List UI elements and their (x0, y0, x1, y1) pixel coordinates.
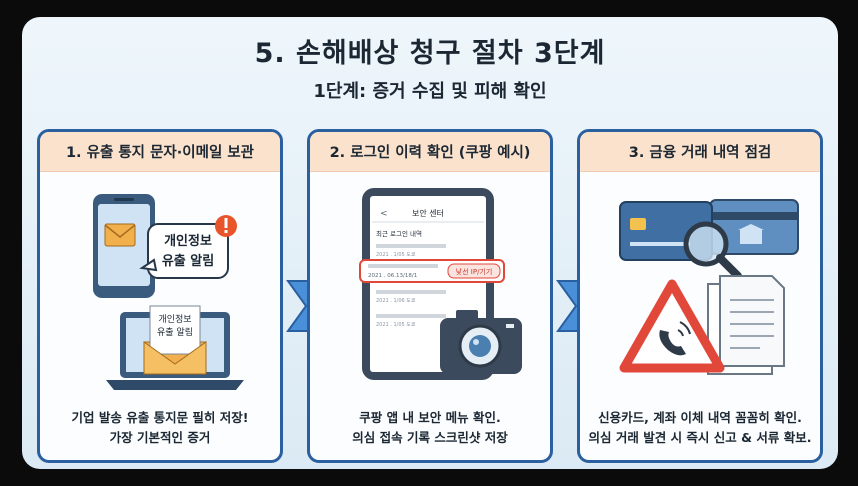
camera-icon (440, 310, 522, 374)
log-date-1: 2021 . 1/05 도쿄 (376, 252, 416, 258)
step-1-caption-line-2: 가장 기본적인 증거 (109, 430, 211, 445)
mail-icon (104, 223, 136, 247)
step-3-caption-line-1: 신용카드, 계좌 이체 내역 꼼꼼히 확인. (598, 410, 802, 425)
suspicious-ip-tag: 낯선 IP/기기 (456, 267, 493, 276)
step-3-caption: 신용카드, 계좌 이체 내역 꼼꼼히 확인. 의심 거래 발견 시 즉시 신고 … (586, 408, 814, 448)
step-3-caption-line-2: 의심 거래 발견 시 즉시 신고 & 서류 확보. (588, 430, 812, 445)
bubble-line-2: 유출 알림 (162, 253, 214, 269)
step-2-heading: 2. 로그인 이력 확인 (쿠팡 예시) (310, 132, 550, 172)
tablet-section: 최근 로그인 내역 (376, 229, 422, 238)
notification-bubble: 개인정보 유출 알림 (139, 223, 229, 279)
log-date-3: 2021 . 1/06 도쿄 (376, 298, 416, 304)
step-1-heading: 1. 유출 통지 문자·이메일 보관 (40, 132, 280, 172)
alert-icon (215, 215, 237, 237)
log-entry-3: 2021 . 1/05 도쿄 (376, 314, 446, 328)
log-date-4: 2021 . 1/05 도쿄 (376, 322, 416, 328)
envelope-line-1: 개인정보 (158, 314, 191, 325)
step-card-3: 3. 금융 거래 내역 점검 (577, 129, 823, 463)
bubble-line-1: 개인정보 (164, 233, 212, 249)
step-3-heading: 3. 금융 거래 내역 점검 (580, 132, 820, 172)
envelope-line-2: 유출 알림 (157, 326, 193, 338)
log-entry-2: 2021 . 1/06 도쿄 (376, 290, 446, 304)
step-2-caption-line-1: 쿠팡 앱 내 보안 메뉴 확인. (359, 410, 501, 425)
tablet-header: 보안 센터 (412, 208, 444, 218)
step-card-2: 2. 로그인 이력 확인 (쿠팡 예시) < 보안 센터 최근 로그인 내역 2… (307, 129, 553, 463)
step-3-illustration (580, 172, 820, 394)
step-2-caption-line-2: 의심 접속 기록 스크린샷 저장 (352, 430, 508, 445)
back-chevron-icon: < (380, 209, 388, 219)
step-1-caption-line-1: 기업 발송 유출 통지문 필히 저장! (71, 410, 249, 425)
magnifier-icon (683, 221, 742, 280)
step-1-illustration: 개인정보 유출 알림 개인정보 유 (40, 172, 280, 394)
step-1-caption: 기업 발송 유출 통지문 필히 저장! 가장 기본적인 증거 (46, 408, 274, 448)
warning-phone-icon (619, 279, 725, 373)
infographic-panel: 5. 손해배상 청구 절차 3단계 1단계: 증거 수집 및 피해 확인 1. … (22, 17, 838, 469)
step-2-illustration: < 보안 센터 최근 로그인 내역 2021 . 1/05 도쿄 2021 . … (310, 172, 550, 394)
step-2-caption: 쿠팡 앱 내 보안 메뉴 확인. 의심 접속 기록 스크린샷 저장 (316, 408, 544, 448)
open-envelope-icon: 개인정보 유출 알림 (143, 305, 207, 375)
page-subtitle: 1단계: 증거 수집 및 피해 확인 (313, 81, 547, 102)
bank-card-icon (709, 199, 799, 255)
log-entry-1: 2021 . 1/05 도쿄 (376, 244, 446, 258)
highlighted-log-entry: 2021 . 06.13/18/1 낯선 IP/기기 (359, 259, 505, 283)
log-date-2: 2021 . 06.13/18/1 (368, 273, 417, 279)
step-card-1: 1. 유출 통지 문자·이메일 보관 개인정보 유출 알림 (37, 129, 283, 463)
page-title: 5. 손해배상 청구 절차 3단계 (254, 38, 606, 69)
